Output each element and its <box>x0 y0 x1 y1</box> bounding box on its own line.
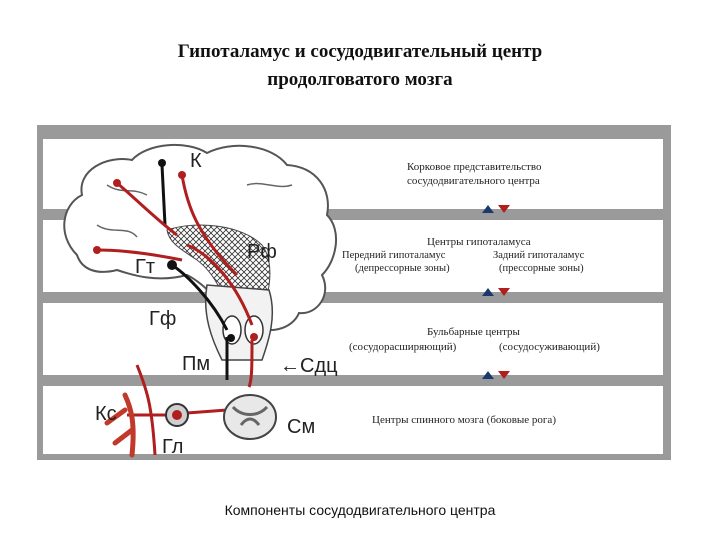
level-spinal-title: Центры спинного мозга (боковые рога) <box>372 414 556 426</box>
pressor-neuron-bulbar <box>250 333 258 341</box>
depressor-neuron-hypothalamus <box>167 260 177 270</box>
pressor-neuron-3 <box>93 246 101 254</box>
spinal-gray-matter <box>231 405 269 426</box>
label-ks: Кс <box>95 403 117 425</box>
level-cortex-line2: сосудодвигательного центра <box>407 175 540 187</box>
title-line-1: Гипоталамус и сосудодвигательный центр <box>177 41 543 62</box>
depressor-neuron-cortex <box>158 159 166 167</box>
level-hypothalamus-title: Центры гипоталамуса <box>427 236 531 248</box>
label-sm: См <box>287 416 315 438</box>
label-gl: Гл <box>162 436 183 458</box>
depressor-neuron-bulbar <box>227 334 235 342</box>
level-cortex-line1: Корковое представительство <box>407 161 542 173</box>
spinal-cord-section <box>223 394 277 440</box>
level-hypothalamus-right1: Задний гипоталамус <box>493 250 585 261</box>
label-gt: Гт <box>135 256 155 278</box>
pressor-pathways <box>96 174 254 456</box>
vasomotor-diagram: К Рф Гт Гф Пм ←Сдц Кс Гл См Корковое пре… <box>37 125 671 460</box>
depressor-pathways <box>160 164 229 380</box>
slide-title: Гипоталамус и сосудодвигательный центр п… <box>0 38 720 94</box>
label-gf: Гф <box>149 308 176 330</box>
level-medulla-right: (сосудосуживающий) <box>499 341 600 353</box>
level-medulla-title: Бульбарные центры <box>427 326 521 338</box>
ganglion-core <box>172 410 182 420</box>
pressor-neuron-2 <box>178 171 186 179</box>
level-medulla-left: (сосудорасширяющий) <box>349 341 457 353</box>
diagram-svg: К Рф Гт Гф Пм ←Сдц Кс Гл См Корковое пре… <box>37 125 671 460</box>
label-sdc: ←Сдц <box>280 355 338 377</box>
brain-gyrus-2 <box>96 224 138 238</box>
level-hypothalamus-left2: (депрессорные зоны) <box>355 263 450 274</box>
level-arrows <box>482 205 510 379</box>
level-band-spinal <box>43 386 663 454</box>
bulbar-pressor-center <box>244 315 264 345</box>
blood-vessel <box>104 392 136 458</box>
brain-gyrus-3 <box>246 182 293 188</box>
title-line-2: продолговатого мозга <box>267 69 453 90</box>
level-hypothalamus-left1: Передний гипоталамус <box>342 250 446 261</box>
label-pm: Пм <box>182 353 210 375</box>
level-hypothalamus-right2: (прессорные зоны) <box>499 263 584 274</box>
pressor-neuron-1 <box>113 179 121 187</box>
label-k: К <box>190 150 202 172</box>
level-band-medulla <box>43 303 663 375</box>
slide-caption: Компоненты сосудодвигательного центра <box>224 502 496 518</box>
label-rf: Рф <box>247 241 277 263</box>
